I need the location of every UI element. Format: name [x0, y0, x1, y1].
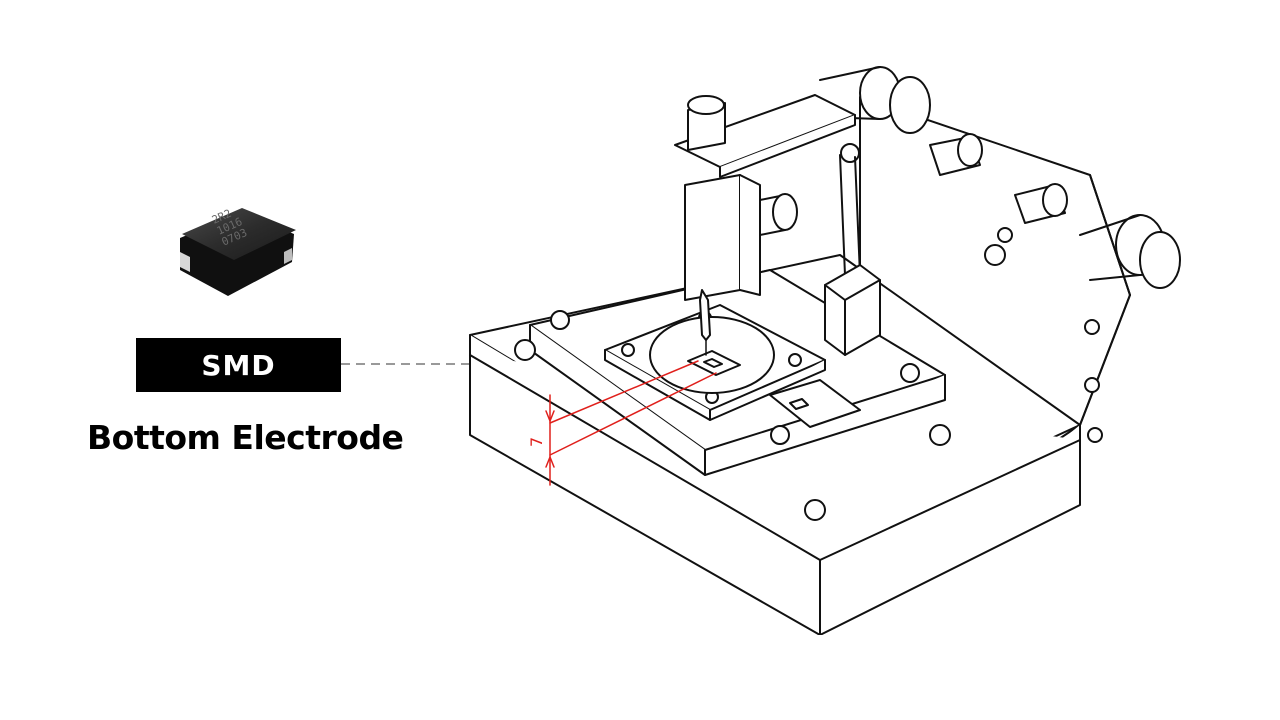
dimension-label: 7 — [527, 437, 546, 447]
bnc-connector — [1079, 214, 1181, 289]
dimension-lines — [545, 360, 717, 486]
test-fixture-drawing: 7 — [469, 66, 1181, 635]
smd-inductor-icon: 2R2 1016 0703 — [180, 207, 296, 296]
component-marking: 2R2 1016 0703 — [210, 207, 249, 249]
smd-label: SMD — [136, 338, 341, 392]
caption-bottom-electrode: Bottom Electrode — [87, 418, 404, 457]
